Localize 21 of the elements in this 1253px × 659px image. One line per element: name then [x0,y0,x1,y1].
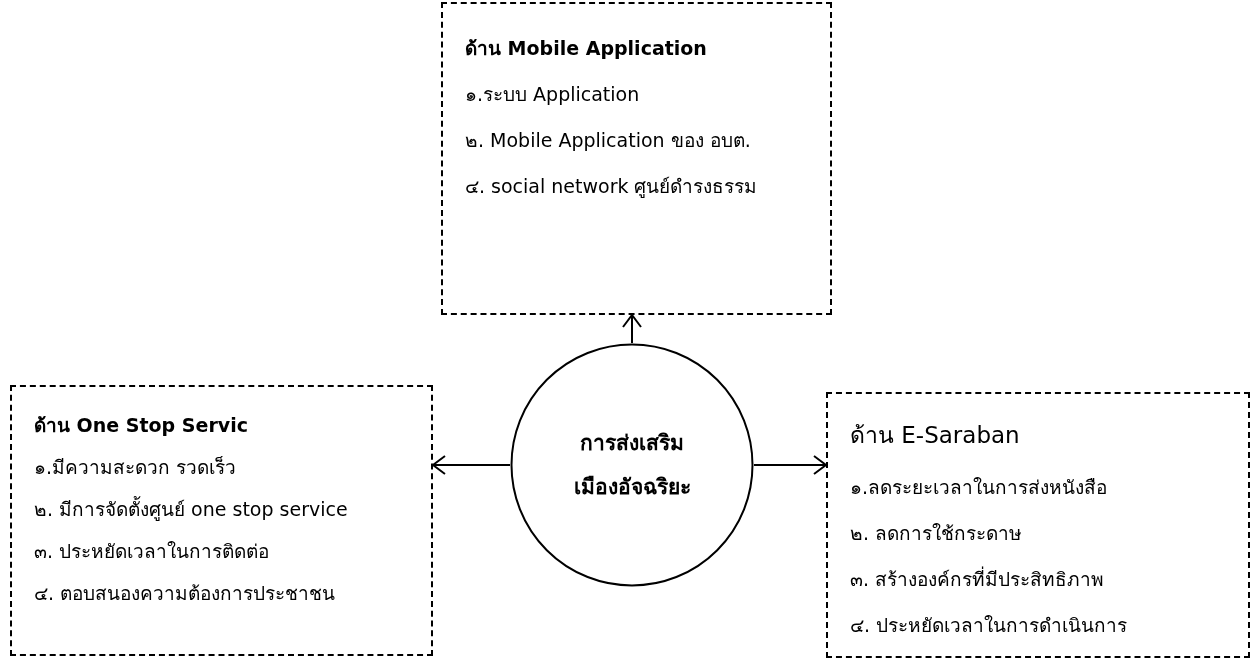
arrow [753,455,827,475]
list-item: ๒. มีการจัดตั้งศูนย์ one stop service [34,496,348,522]
list-item: ๒. ลดการใช้กระดาษ [850,521,1023,546]
arrow [622,314,642,344]
list-item: ๔. ประหยัดเวลาในการดำเนินการ [850,613,1128,638]
dashed-box [441,2,832,315]
list-item: ๑.ลดระยะเวลาในการส่งหนังสือ [850,475,1108,500]
box-heading: ด้าน E-Saraban [850,422,1020,448]
arrow [432,455,511,475]
dashed-box [10,385,433,656]
list-item: ๑.มีความสะดวก รวดเร็ว [34,455,237,480]
list-item: ๒. Mobile Application ของ อบต. [465,128,751,153]
list-item: ๓. สร้างองค์กรที่มีประสิทธิภาพ [850,566,1105,592]
list-item: ๔. ตอบสนองความต้องการประชาชน [34,581,336,606]
box-heading: ด้าน One Stop Servic [34,413,248,438]
dashed-box [826,392,1250,658]
list-item: ๔. social network ศูนย์ดำรงธรรม [465,174,758,199]
circle-label: การส่งเสริม เมืองอัจฉริยะ [572,430,692,501]
list-item: ๓. ประหยัดเวลาในการติดต่อ [34,539,270,564]
box-heading: ด้าน Mobile Application [465,36,707,61]
list-item: ๑.ระบบ Application [465,82,640,107]
